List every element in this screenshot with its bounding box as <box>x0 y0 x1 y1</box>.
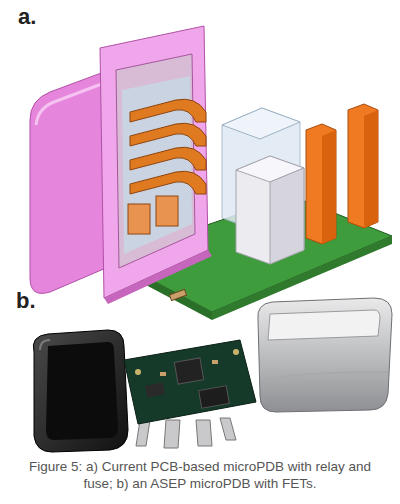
connector-housing <box>30 26 212 304</box>
silver-shell <box>258 298 392 412</box>
panel-letter: b. <box>16 288 36 314</box>
relay <box>222 108 304 264</box>
asep-board <box>124 340 256 448</box>
black-cap <box>33 330 128 452</box>
terminal <box>128 99 206 234</box>
figure-caption: Figure 5: a) Current PCB-based microPDB … <box>14 458 386 492</box>
panel-letter: a. <box>18 4 36 30</box>
fuse <box>306 104 378 244</box>
